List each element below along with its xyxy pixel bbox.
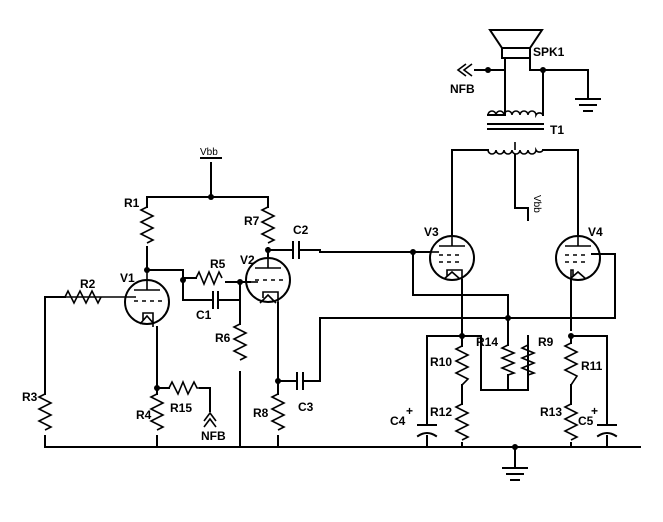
valve-v1 [65, 270, 170, 327]
label-plus-c5: + [591, 404, 598, 418]
resistor-r7 [260, 206, 276, 244]
label-t1: T1 [550, 123, 564, 137]
valve-v3 [429, 235, 475, 281]
label-nfb-speaker: NFB [450, 82, 475, 96]
label-c1: C1 [196, 308, 212, 322]
component-labels: R1 R2 R3 R4 R5 R6 R7 R8 R9 R10 R11 R12 R… [22, 45, 603, 443]
label-r12: R12 [430, 405, 452, 419]
capacitor-c5 [596, 424, 618, 438]
resistor-r8 [270, 393, 286, 431]
label-v4: V4 [588, 225, 603, 239]
capacitors [202, 241, 618, 438]
transformer-t1 [487, 110, 544, 155]
capacitor-c2 [292, 241, 305, 259]
label-plus-c4: + [406, 404, 413, 418]
label-r10: R10 [430, 355, 452, 369]
label-v2: V2 [240, 253, 255, 267]
resistor-r15 [168, 379, 200, 396]
resistor-r14 [499, 344, 517, 376]
resistors [37, 206, 579, 441]
label-r3: R3 [22, 390, 38, 404]
capacitor-c4 [416, 424, 438, 438]
resistor-r12 [454, 403, 470, 441]
junction-dots [144, 67, 574, 450]
speaker-spk1 [488, 29, 544, 71]
label-r1: R1 [124, 196, 140, 210]
capacitor-c1 [202, 291, 229, 309]
label-v3: V3 [424, 225, 439, 239]
label-vbb-transformer: Vbb [531, 195, 542, 213]
valve-v4 [555, 235, 601, 281]
resistor-r9 [519, 344, 537, 376]
resistor-r4 [149, 393, 165, 431]
label-r11: R11 [581, 359, 603, 373]
label-r6: R6 [215, 331, 231, 345]
label-r7: R7 [244, 214, 260, 228]
label-r4: R4 [136, 408, 152, 422]
label-r13: R13 [540, 405, 562, 419]
label-nfb-cathode: NFB [201, 429, 226, 443]
label-r15: R15 [170, 401, 192, 415]
label-r9: R9 [538, 335, 554, 349]
resistor-r5 [195, 269, 223, 287]
resistor-r6 [232, 323, 248, 361]
label-r2: R2 [80, 277, 96, 291]
label-spk1: SPK1 [533, 45, 565, 59]
resistor-r1 [139, 206, 155, 244]
resistor-r3 [37, 393, 53, 431]
resistor-r10 [454, 345, 470, 386]
label-r14: R14 [476, 335, 498, 349]
resistor-r13 [563, 403, 579, 441]
supply-and-feedback-markers [200, 63, 529, 428]
valve-v2 [245, 256, 291, 304]
label-c3: C3 [298, 400, 314, 414]
label-c4: C4 [390, 414, 406, 428]
label-vbb-top: Vbb [200, 147, 218, 158]
capacitor-c3 [296, 372, 309, 390]
label-c2: C2 [293, 223, 309, 237]
label-c5: C5 [578, 414, 594, 428]
label-r5: R5 [210, 257, 226, 271]
resistor-r11 [563, 342, 579, 386]
ground-symbols [502, 98, 601, 481]
label-v1: V1 [120, 271, 135, 285]
label-r8: R8 [253, 406, 269, 420]
